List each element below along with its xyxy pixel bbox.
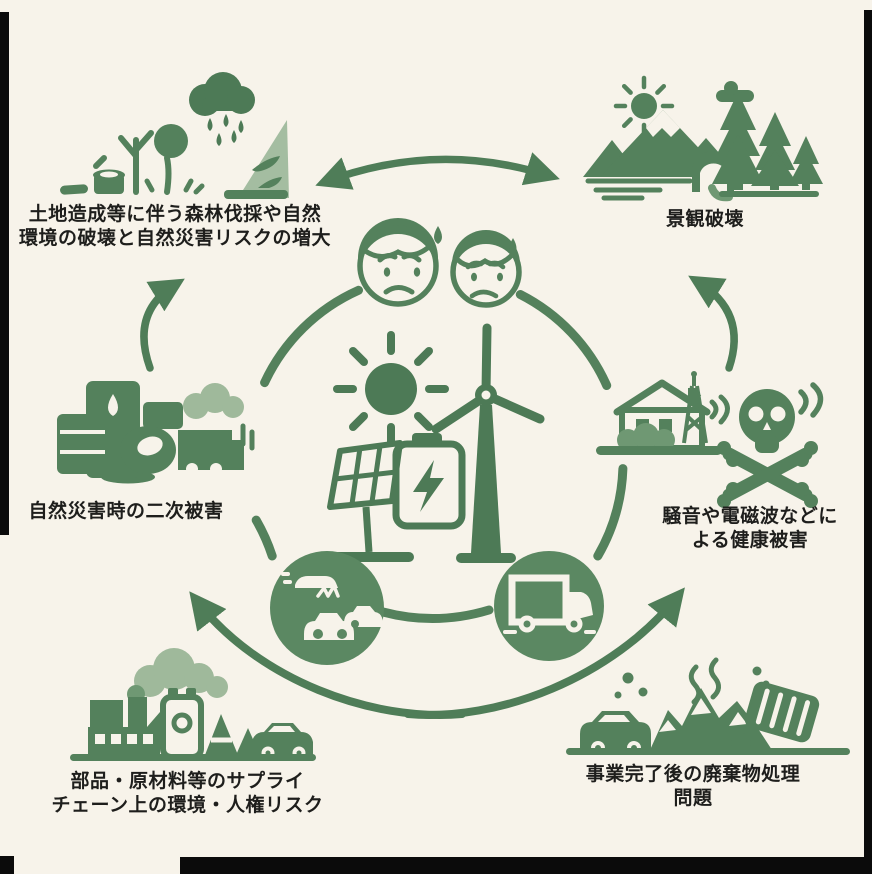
cycle-arrows bbox=[140, 152, 738, 719]
frame-artifact-right bbox=[864, 10, 872, 874]
deforestation-landslide-icon bbox=[60, 72, 289, 199]
battery-icon bbox=[392, 433, 466, 530]
label-landscape: 景観破壊 bbox=[605, 208, 805, 232]
arrow-bottom-right bbox=[404, 587, 685, 719]
label-line: 土地造成等に伴う森林伐採や自然 bbox=[28, 204, 322, 225]
label-line: よる健康被害 bbox=[691, 529, 809, 551]
noise-emf-skull-icon bbox=[596, 371, 824, 508]
frame-artifact-left bbox=[0, 12, 9, 535]
solar-panel-icon bbox=[327, 440, 414, 562]
label-waste-disposal: 事業完了後の廃棄物処理 問題 bbox=[563, 763, 823, 810]
label-line: 騒音や電磁波などに bbox=[662, 506, 838, 527]
label-line: 景観破壊 bbox=[665, 209, 744, 230]
abandoned-waste-icon bbox=[566, 657, 850, 755]
arrow-right-up bbox=[688, 275, 738, 372]
label-line: 事業完了後の廃棄物処理 bbox=[585, 764, 801, 785]
label-line: 環境の破壊と自然災害リスクの増大 bbox=[18, 227, 331, 249]
arrow-top-double bbox=[315, 152, 560, 190]
worried-faces-icon bbox=[357, 218, 522, 310]
wind-turbine-icon bbox=[431, 323, 545, 563]
arrow-left-up bbox=[140, 278, 185, 372]
label-secondary-disaster: 自然災害時の二次被害 bbox=[15, 500, 237, 524]
cycle-ring bbox=[251, 285, 628, 624]
label-health-damage: 騒音や電磁波などに よる健康被害 bbox=[645, 505, 855, 552]
label-line: チェーン上の環境・人権リスク bbox=[51, 794, 324, 816]
scenery-destruction-icon bbox=[583, 75, 823, 202]
label-supply-chain: 部品・原材料等のサプライ チェーン上の環境・人権リスク bbox=[45, 770, 330, 817]
label-line: 自然災害時の二次被害 bbox=[28, 501, 224, 522]
frame-artifact-corner-bl bbox=[0, 856, 14, 874]
label-deforestation: 土地造成等に伴う森林伐採や自然 環境の破壊と自然災害リスクの増大 bbox=[10, 203, 340, 250]
toxic-debris-spill-icon bbox=[57, 381, 255, 484]
traffic-cars-icon bbox=[270, 551, 384, 665]
sun-icon bbox=[333, 331, 449, 447]
renewable-energy-center bbox=[327, 323, 545, 563]
label-line: 問題 bbox=[673, 787, 713, 809]
frame-artifact-bottom bbox=[180, 857, 872, 874]
factory-supply-chain-icon bbox=[70, 648, 316, 761]
delivery-truck-icon bbox=[494, 551, 604, 661]
label-line: 部品・原材料等のサプライ bbox=[70, 771, 305, 792]
